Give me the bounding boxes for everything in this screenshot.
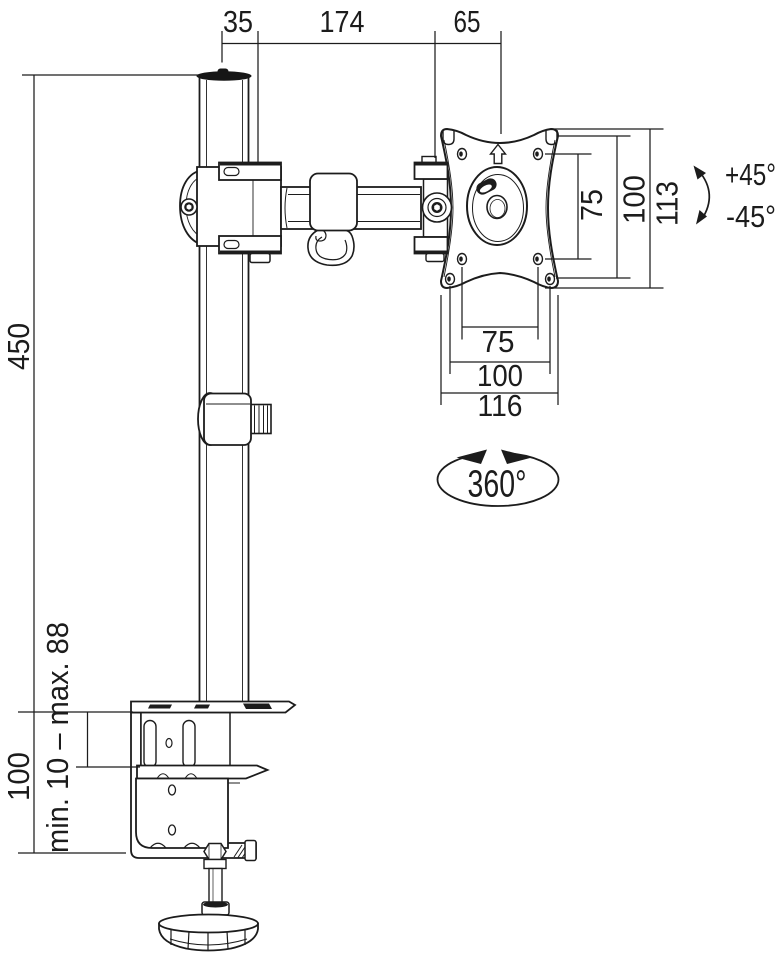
dim-vesa-horizontal: [440, 267, 559, 405]
dim-label-arm: 174: [320, 4, 365, 39]
vesa-holes: [444, 147, 556, 286]
arm-assembly: [179, 161, 422, 267]
knob-bottom-rim: [169, 938, 248, 946]
dim-desk-range: [76, 712, 140, 768]
knob-scallop: [187, 930, 190, 950]
clamp-shelf: [136, 764, 270, 780]
clamp-hole: [167, 784, 177, 796]
dim-pole-height: [18, 74, 199, 713]
bracket-tab: [425, 252, 445, 263]
label-tilt-up: +45°: [725, 157, 776, 192]
flange-slot: [223, 166, 240, 177]
tilt-arrowhead-up: [693, 165, 706, 180]
clip-band: [309, 172, 358, 232]
swivel-arrowhead-left: [456, 449, 487, 464]
screw-hex: [203, 842, 227, 861]
dim-vesa-vertical: [545, 128, 664, 289]
screw-hex-socket: [186, 204, 192, 210]
flange-slot: [223, 239, 240, 250]
label-tilt-down: -45°: [726, 199, 776, 234]
clip-hook-outer: [307, 229, 355, 267]
knob-collar-top: [203, 901, 228, 908]
collar-body: [203, 392, 252, 446]
shelf-notch: [184, 773, 198, 779]
screw-block: [203, 858, 227, 870]
dim-label-vesa-h-outer: 100: [477, 358, 523, 393]
dim-label-vesa-v-outer: 100: [617, 175, 652, 224]
plate-slot: [243, 703, 272, 709]
pivot-hex-socket: [434, 204, 440, 211]
plate-top-slot: [545, 130, 558, 146]
dim-label-vesa-h-inner: 75: [482, 324, 515, 359]
tilt-indicator: [693, 165, 711, 225]
dim-label-vesa-offset: 65: [454, 4, 481, 39]
box-notch: [183, 842, 201, 849]
dim-label-base-height: 100: [1, 752, 36, 801]
clamp-upper-panel: [140, 711, 231, 768]
plate-contour: [545, 139, 556, 278]
dimension-labels: 35 174 65 450 100 min. 10 – max. 88 75 1…: [1, 4, 776, 853]
swivel-indicator: [436, 449, 560, 507]
dim-label-vesa-v-inner: 75: [574, 189, 609, 221]
vesa-plate: [439, 127, 560, 290]
clamp-hole: [165, 737, 173, 749]
swivel-arrowhead-right: [501, 449, 532, 464]
shelf-notch: [156, 773, 170, 779]
clamp-lower-box: [135, 777, 229, 849]
dim-label-desk-range: min. 10 – max. 88: [40, 622, 75, 853]
clip-hook-inner: [315, 236, 348, 261]
dimension-lines: [18, 31, 664, 854]
cable-clip: [307, 172, 358, 267]
dim-top: [221, 31, 502, 163]
plate-contour: [443, 139, 454, 278]
arm-end-cap: [244, 839, 257, 862]
box-notch: [149, 842, 167, 849]
screw-rod: [208, 867, 223, 904]
plate-boss-inner: [472, 174, 524, 242]
plate-slot: [194, 704, 210, 709]
hatch-line: [233, 844, 243, 858]
tube-end-rim: [284, 187, 288, 229]
clamp-hole: [167, 824, 177, 836]
tilt-arrowhead-down: [696, 210, 707, 225]
desk-clamp: [130, 700, 297, 952]
boss-key-slot: [476, 178, 497, 195]
swivel-gap: [484, 449, 505, 458]
hand-knob-rim: [158, 913, 259, 934]
plate-top-slot: [442, 130, 455, 146]
dim-label-vesa-v-plate: 113: [650, 181, 685, 226]
boss-center-hole-inner: [489, 199, 506, 218]
dim-label-pole-height: 450: [1, 323, 36, 370]
knob-scallop: [226, 930, 229, 950]
height-adjustment-collar: [197, 392, 272, 446]
vesa-pivot-bracket: [413, 155, 453, 263]
up-arrow-icon: [489, 143, 507, 165]
dim-label-vesa-h-plate: 116: [478, 388, 523, 423]
bracket-tab: [249, 252, 271, 264]
pole-top-cap: [196, 71, 252, 81]
plate-slot: [148, 704, 172, 709]
label-swivel: 360°: [468, 464, 527, 506]
dim-label-offset: 35: [223, 4, 253, 39]
dim-base-height: [18, 712, 126, 854]
